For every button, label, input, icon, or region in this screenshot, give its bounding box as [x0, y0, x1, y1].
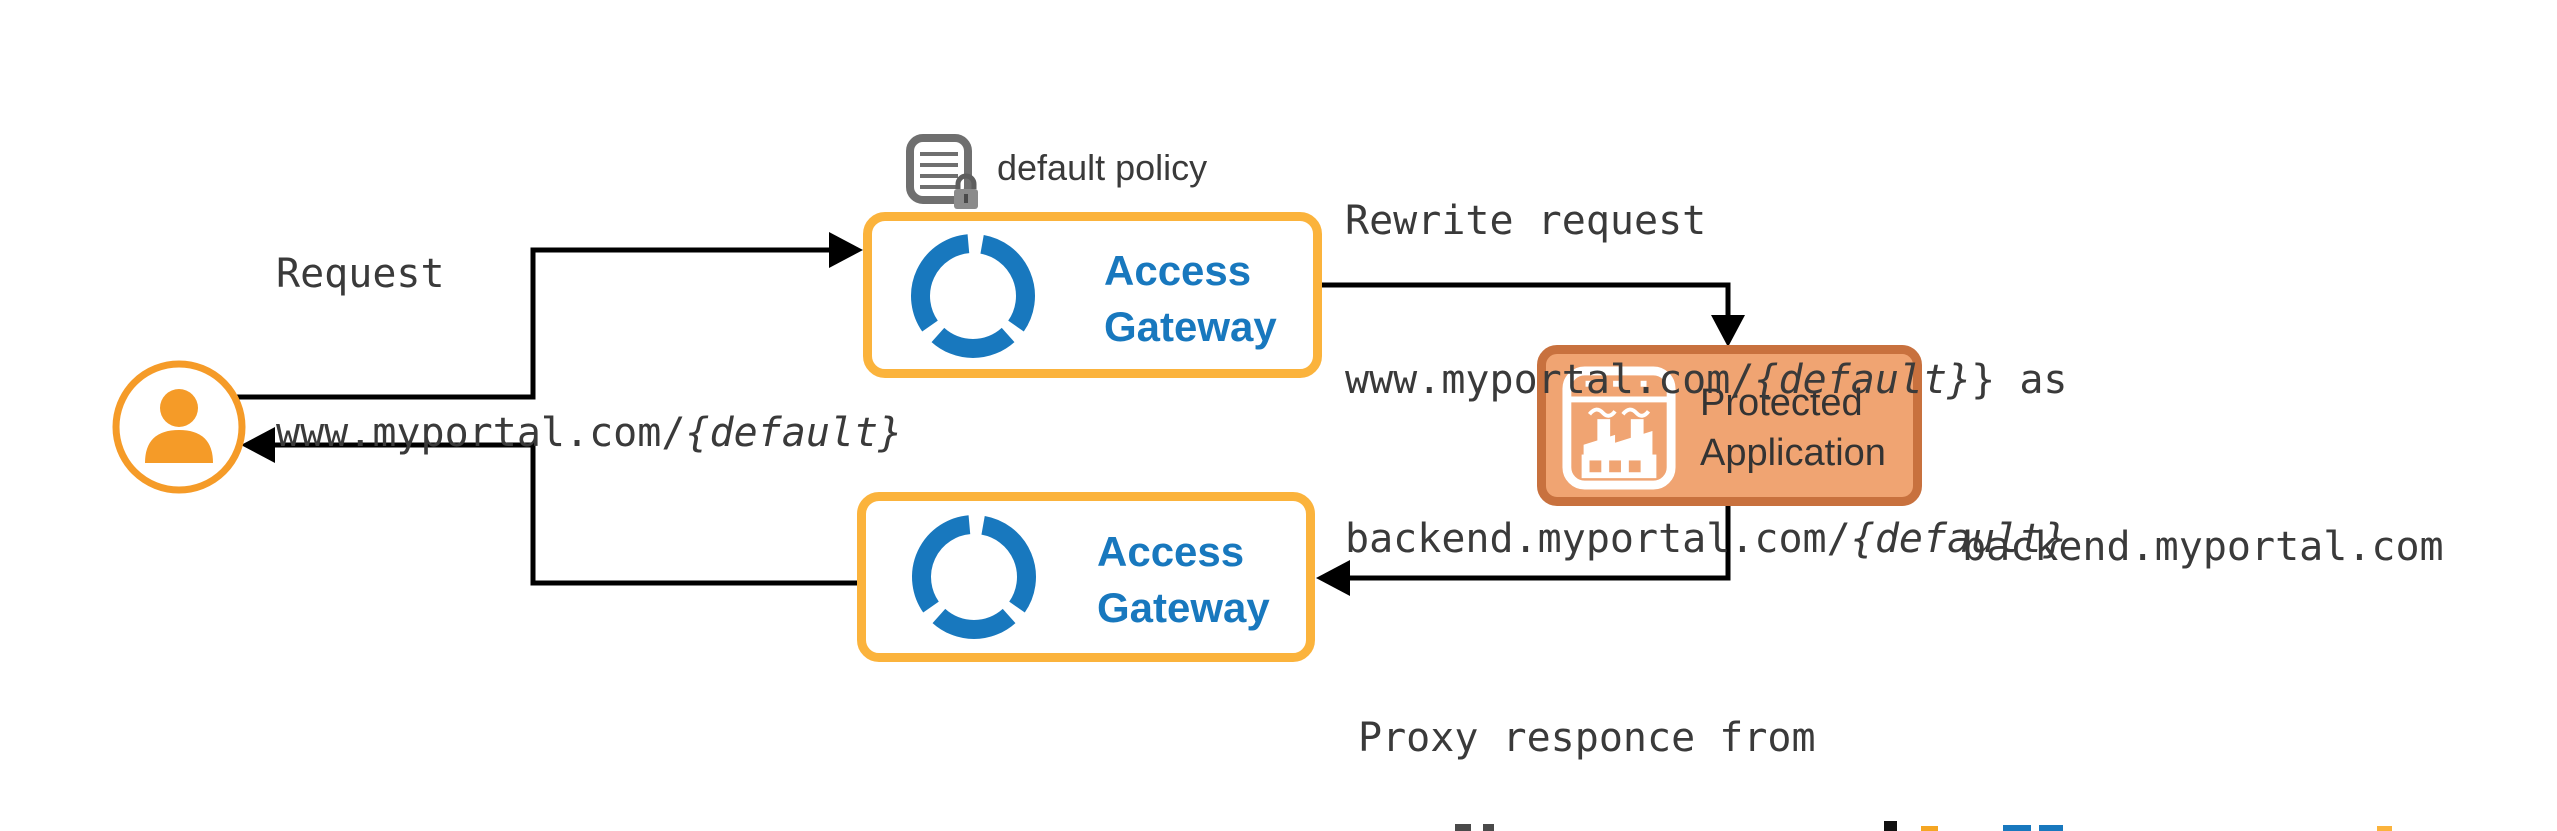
request-label-line1: Request: [276, 251, 445, 297]
protected-application-label-line2: Application: [1700, 432, 1886, 474]
segmented-ring-icon: [912, 515, 1036, 639]
request-label-line2: www.myportal.com/{default}: [276, 410, 903, 456]
policy-document-lock-icon: [906, 134, 978, 209]
wire-response: [1348, 506, 1731, 581]
access-gateway-bottom-label: Access Gateway: [1097, 524, 1270, 636]
protected-application-label: Protected Application: [1700, 378, 1886, 478]
access-gateway-bottom-label-line1: Access: [1097, 528, 1245, 575]
wire-request: [237, 247, 831, 400]
cropped-fragment: [1921, 826, 1938, 831]
proxy-label: Proxy responce from backend.myportal.com…: [1358, 606, 2153, 831]
arrowhead-into-app: [1711, 315, 1745, 347]
cropped-fragment: [2039, 825, 2063, 831]
access-gateway-top-box: [863, 212, 1322, 378]
arrowhead-into-top-gateway: [829, 232, 863, 268]
access-gateway-bottom-box: [857, 492, 1315, 662]
cropped-fragment: [2377, 826, 2392, 831]
rewrite-label-line2: www.myportal.com/{default}} as: [1345, 357, 2068, 403]
cropped-fragment: [2003, 825, 2031, 831]
rewrite-label-line3: backend.myportal.com/{default}: [1345, 516, 2068, 562]
factory-icon: [1562, 366, 1676, 490]
cropped-fragment: [1884, 821, 1897, 831]
wire-rewrite: [1322, 282, 1731, 317]
segmented-ring-icon: [911, 234, 1035, 358]
access-gateway-top-label: Access Gateway: [1104, 243, 1277, 355]
access-gateway-top-label-line1: Access: [1104, 247, 1252, 294]
backend-host-label: backend.myportal.com: [1962, 524, 2444, 570]
wire-proxy-return: [273, 442, 857, 586]
arrowhead-into-user: [241, 427, 275, 463]
cropped-fragment: [1455, 824, 1471, 831]
person-icon: [112, 360, 246, 494]
cropped-fragment: [1483, 824, 1494, 831]
access-gateway-top-label-line2: Gateway: [1104, 303, 1277, 350]
arrowhead-into-bottom-gateway: [1316, 560, 1350, 596]
request-label: Request www.myportal.com/{default}: [276, 142, 902, 566]
protected-application-label-line1: Protected: [1700, 382, 1863, 424]
rewrite-label: Rewrite request www.myportal.com/{defaul…: [1345, 89, 2067, 672]
access-gateway-bottom-label-line2: Gateway: [1097, 584, 1270, 631]
proxy-label-line1: Proxy responce from: [1358, 715, 1816, 761]
policy-label: default policy: [997, 147, 1208, 188]
rewrite-label-line1: Rewrite request: [1345, 198, 1707, 244]
